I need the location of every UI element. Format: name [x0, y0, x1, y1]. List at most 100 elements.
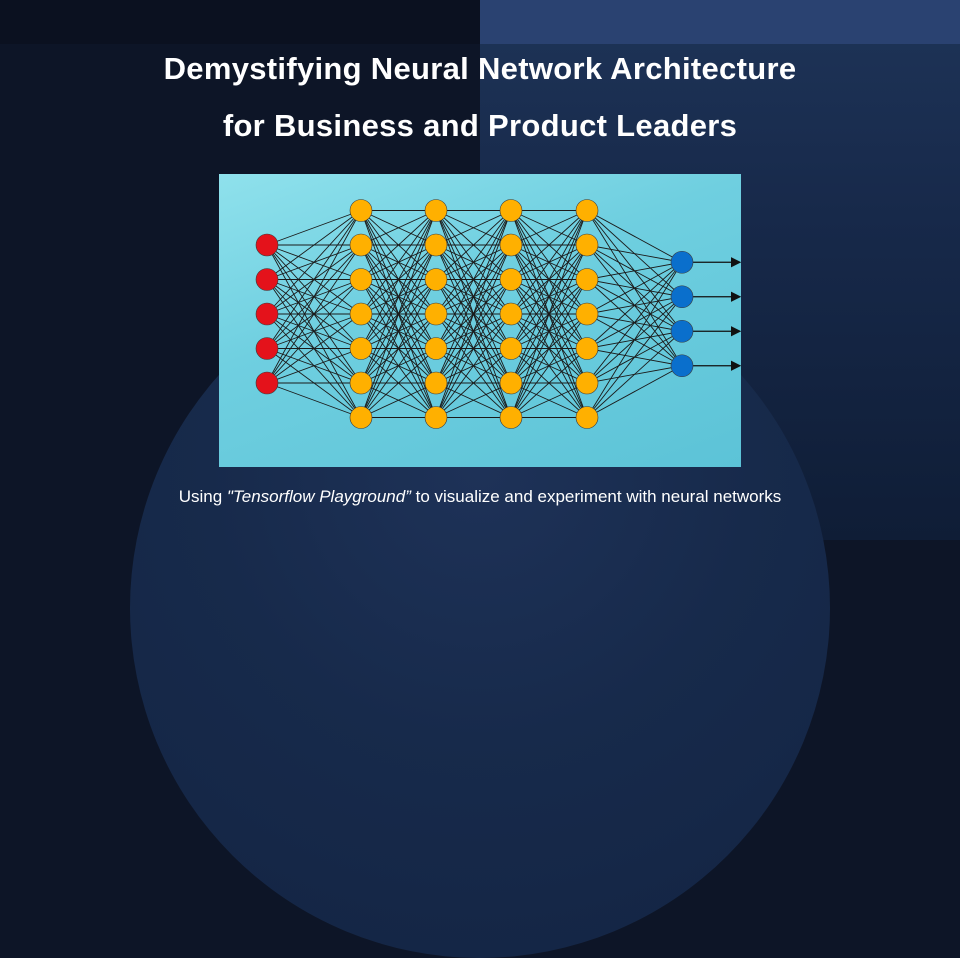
hidden-4-node — [575, 302, 599, 326]
hidden-2-node — [424, 199, 448, 222]
caption-emphasis: "Tensorflow Playground” — [226, 487, 411, 506]
connection-edge — [510, 279, 588, 418]
connection-edge — [510, 382, 588, 418]
hidden-3-node — [499, 199, 523, 222]
hidden-2-node — [424, 337, 448, 360]
hidden-2-node — [424, 302, 448, 326]
connection-edge — [435, 313, 512, 418]
connection-edge — [266, 210, 362, 246]
output-node — [670, 319, 694, 343]
hidden-3-node — [499, 233, 523, 257]
connection-edge — [586, 262, 683, 418]
hidden-1-node — [349, 337, 373, 360]
connection-edge — [435, 382, 512, 418]
connection-edge — [435, 210, 512, 384]
connection-edge — [586, 261, 683, 280]
connection-edge — [435, 210, 512, 246]
connection-edge — [586, 261, 683, 315]
connection-edge — [360, 210, 437, 418]
connection-edge — [586, 244, 683, 263]
hidden-1-node — [349, 302, 373, 326]
connection-edge — [435, 210, 512, 280]
connection-edge — [510, 210, 588, 280]
connection-edge — [266, 244, 362, 384]
connection-edge — [510, 210, 588, 246]
connection-edge — [360, 244, 437, 418]
connection-edge — [266, 210, 362, 384]
hidden-1-node — [349, 233, 373, 257]
hidden-3-node — [499, 302, 523, 326]
connection-edge — [266, 313, 362, 384]
hidden-2-node — [424, 371, 448, 395]
connection-edge — [266, 348, 362, 384]
connection-edge — [435, 244, 512, 418]
connection-edge — [510, 313, 588, 418]
background-top-band-left — [0, 0, 480, 44]
output-node — [670, 285, 694, 309]
input-node — [255, 337, 279, 360]
connection-edge — [510, 210, 588, 384]
output-node — [670, 354, 694, 378]
connection-edge — [266, 382, 362, 418]
connection-edge — [435, 210, 512, 349]
connection-edge — [360, 279, 437, 418]
connection-edge — [360, 382, 437, 418]
hidden-4-node — [575, 406, 599, 429]
hidden-1-node — [349, 268, 373, 291]
network-connections — [266, 210, 683, 418]
connection-edge — [586, 330, 683, 418]
hidden-4-node — [575, 268, 599, 291]
hidden-2-node — [424, 406, 448, 429]
connection-edge — [266, 210, 362, 280]
connection-edge — [510, 210, 588, 418]
connection-edge — [586, 210, 683, 263]
hidden-1-node — [349, 406, 373, 429]
caption-prefix: Using — [178, 487, 227, 506]
connection-edge — [510, 210, 588, 315]
output-arrows — [693, 257, 741, 371]
hidden-1-node — [349, 199, 373, 222]
connection-edge — [435, 348, 512, 418]
input-node — [255, 302, 279, 326]
hidden-3-node — [499, 406, 523, 429]
connection-edge — [266, 279, 362, 384]
input-node — [255, 233, 279, 257]
hidden-3-node — [499, 268, 523, 291]
connection-edge — [360, 210, 437, 280]
connection-edge — [360, 348, 437, 418]
connection-edge — [586, 261, 683, 384]
slide-caption: Using "Tensorflow Playground” to visuali… — [0, 487, 960, 507]
connection-edge — [435, 210, 512, 418]
hidden-4-node — [575, 337, 599, 360]
hidden-3-node — [499, 371, 523, 395]
connection-edge — [586, 261, 683, 349]
neural-network-svg — [255, 199, 741, 429]
slide-title-line-1: Demystifying Neural Network Architecture — [163, 51, 797, 86]
connection-edge — [266, 210, 362, 315]
hidden-4-node — [575, 371, 599, 395]
connection-edge — [435, 279, 512, 418]
hidden-1-node — [349, 371, 373, 395]
connection-edge — [586, 296, 683, 418]
connection-edge — [586, 365, 683, 418]
connection-edge — [360, 210, 437, 246]
connection-edge — [435, 210, 512, 315]
hidden-3-node — [499, 337, 523, 360]
connection-edge — [360, 210, 437, 315]
slide-title-line-2: for Business and Product Leaders — [222, 108, 738, 143]
hidden-2-node — [424, 233, 448, 257]
connection-edge — [360, 210, 437, 384]
network-nodes — [255, 199, 694, 429]
connection-edge — [360, 210, 437, 349]
input-node — [255, 371, 279, 395]
hidden-4-node — [575, 233, 599, 257]
background-top-band-right — [480, 0, 960, 44]
connection-edge — [510, 244, 588, 418]
hidden-2-node — [424, 268, 448, 291]
caption-suffix: to visualize and experiment with neural … — [410, 487, 782, 506]
connection-edge — [510, 210, 588, 349]
output-node — [670, 250, 694, 274]
neural-network-diagram — [219, 174, 741, 467]
input-node — [255, 268, 279, 291]
connection-edge — [266, 210, 362, 349]
